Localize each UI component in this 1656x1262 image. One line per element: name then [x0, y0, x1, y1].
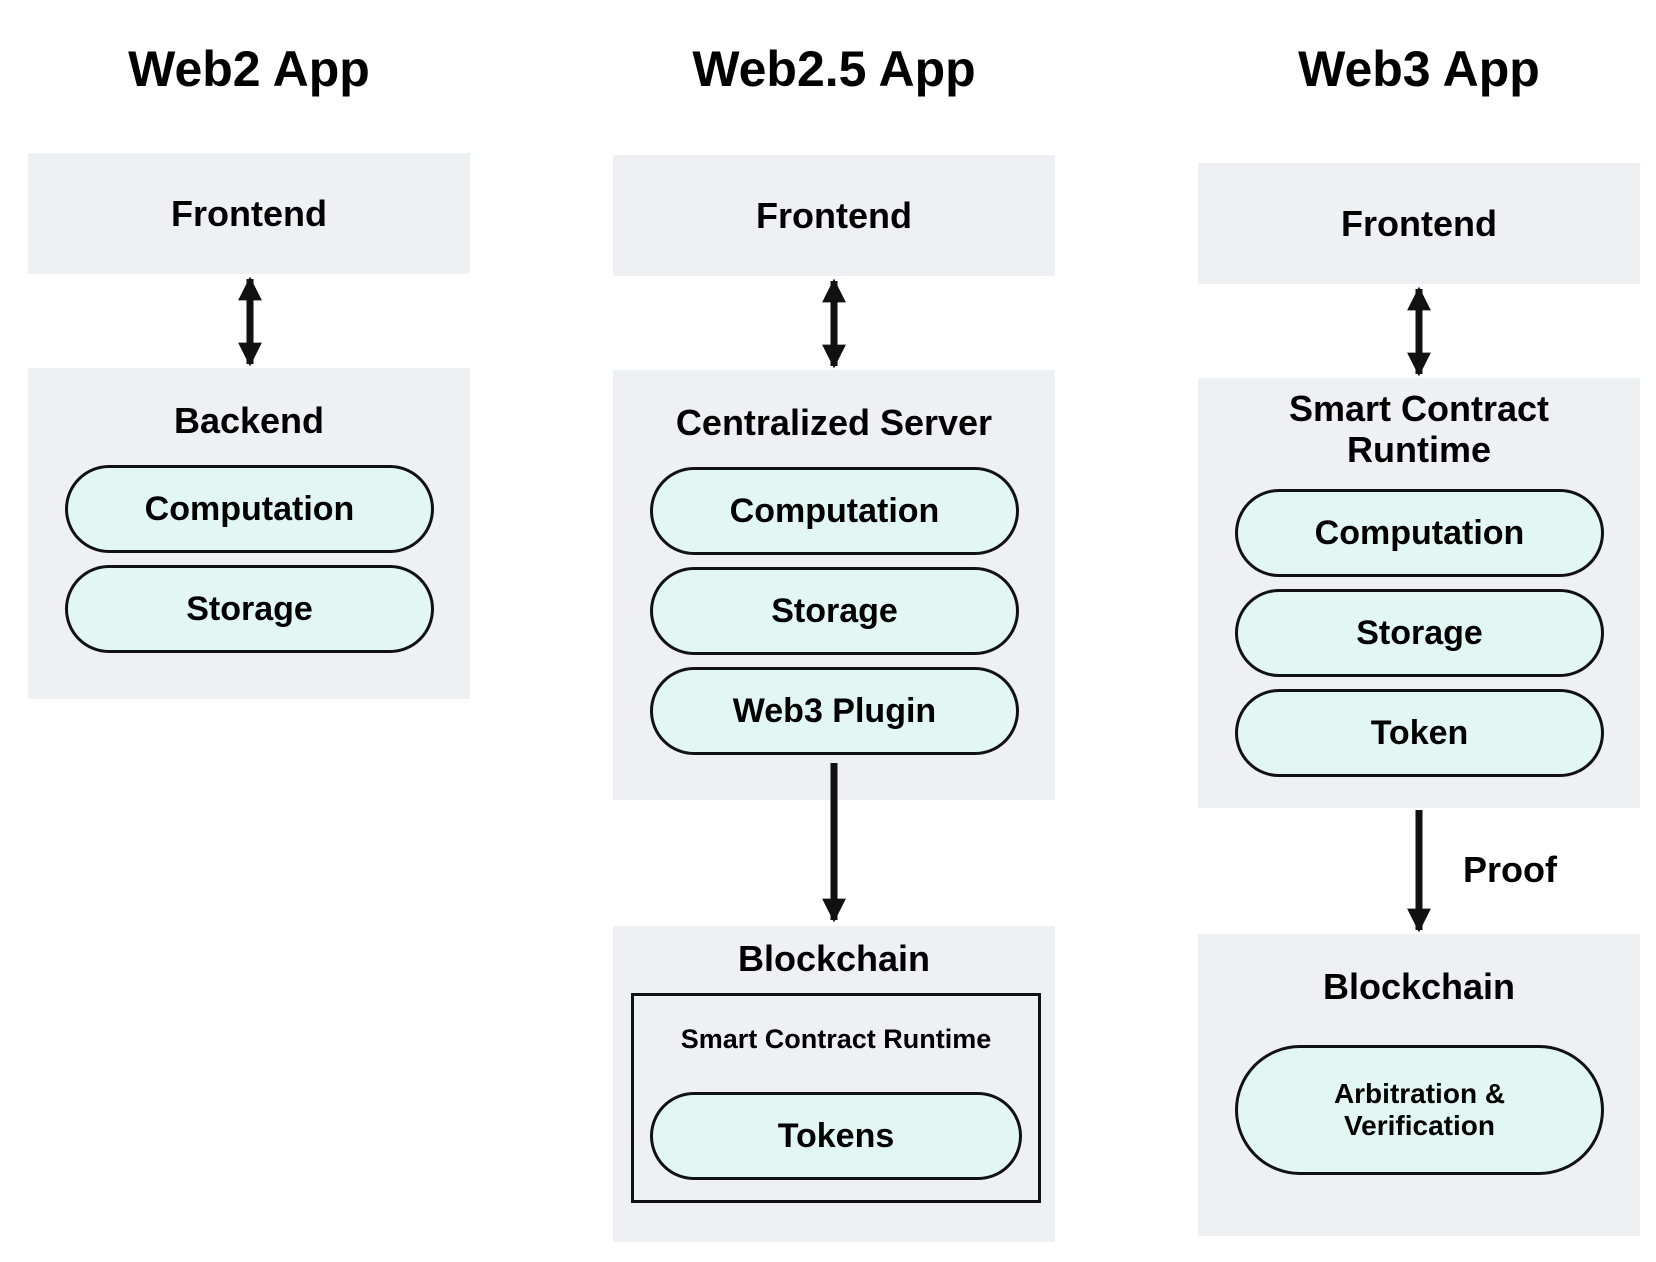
storage-pill: Storage — [650, 567, 1019, 655]
column-title-web2: Web2 App — [128, 41, 370, 97]
web3-plugin-pill: Web3 Plugin — [650, 667, 1019, 755]
storage-pill: Storage — [65, 565, 434, 653]
smart-contract-runtime-label: Smart Contract Runtime — [680, 1024, 992, 1054]
token-pill: Token — [1235, 689, 1604, 777]
server-panel-web25: Centralized Server Computation Storage W… — [613, 370, 1055, 800]
storage-pill: Storage — [1235, 589, 1604, 677]
column-title-web3: Web3 App — [1298, 41, 1540, 97]
proof-label: Proof — [1463, 849, 1557, 890]
frontend-panel-web3: Frontend — [1198, 163, 1640, 284]
frontend-panel-web25: Frontend — [613, 155, 1055, 276]
frontend-label: Frontend — [756, 195, 912, 236]
backend-label: Backend — [173, 400, 325, 441]
runtime-panel-web3: Smart Contract Runtime Computation Stora… — [1198, 378, 1640, 808]
blockchain-panel-web25: Blockchain Smart Contract Runtime Tokens — [613, 926, 1055, 1242]
computation-pill: Computation — [1235, 489, 1604, 577]
backend-panel-web2: Backend Computation Storage — [28, 368, 470, 699]
runtime-label: Smart Contract Runtime — [1288, 388, 1550, 471]
arbitration-verification-pill: Arbitration & Verification — [1235, 1045, 1604, 1175]
frontend-label: Frontend — [171, 193, 327, 234]
smart-contract-runtime-box: Smart Contract Runtime Tokens — [631, 993, 1041, 1203]
frontend-panel-web2: Frontend — [28, 153, 470, 274]
blockchain-panel-web3: Blockchain Arbitration & Verification — [1198, 934, 1640, 1236]
computation-pill: Computation — [65, 465, 434, 553]
blockchain-label: Blockchain — [737, 938, 931, 979]
column-title-web25: Web2.5 App — [692, 41, 976, 97]
tokens-pill: Tokens — [650, 1092, 1022, 1180]
frontend-label: Frontend — [1341, 203, 1497, 244]
server-label: Centralized Server — [675, 402, 993, 443]
computation-pill: Computation — [650, 467, 1019, 555]
blockchain-label: Blockchain — [1322, 966, 1516, 1007]
